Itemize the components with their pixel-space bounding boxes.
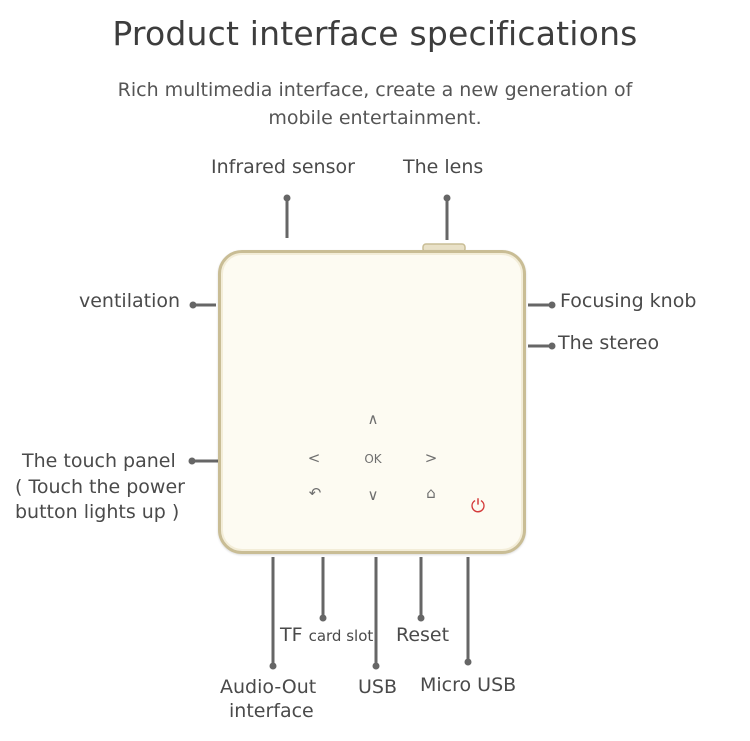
label-touch-panel-line-3: button lights up ) [15, 501, 180, 523]
up-arrow-icon[interactable]: ∧ [367, 410, 379, 428]
home-icon[interactable]: ⌂ [426, 484, 436, 502]
label-usb: USB [358, 676, 398, 698]
projector-device [218, 250, 526, 554]
down-arrow-icon[interactable]: ∨ [367, 486, 379, 504]
subtitle-line-1: Rich multimedia interface, create a new … [117, 79, 633, 101]
label-tf-suffix: card slot [308, 627, 374, 645]
focusing-knob-dot [548, 301, 556, 309]
label-touch-panel-line-1: The touch panel [22, 450, 176, 472]
reset-dot [417, 614, 425, 622]
label-stereo: The stereo [558, 332, 660, 354]
label-focusing-knob: Focusing knob [560, 290, 697, 312]
label-tf-prefix: TF [280, 624, 303, 646]
label-ventilation: ventilation [79, 290, 181, 312]
subtitle-line-2: mobile entertainment. [268, 107, 482, 129]
right-arrow-icon[interactable]: > [424, 449, 438, 467]
label-tf-card-slot: TF card slot [280, 624, 373, 646]
label-lens: The lens [403, 156, 484, 178]
label-infrared-sensor: Infrared sensor [211, 156, 355, 178]
label-touch-panel-line-2: ( Touch the power [15, 476, 185, 498]
power-icon[interactable]: ⏻ [470, 496, 486, 517]
tf-card-dot [319, 614, 327, 622]
ok-button[interactable]: OK [364, 452, 382, 466]
label-audio-out-line-2: interface [229, 700, 314, 722]
left-arrow-icon[interactable]: < [307, 449, 321, 467]
ventilation-dot [189, 301, 197, 309]
label-reset: Reset [396, 624, 450, 646]
usb-dot [372, 662, 380, 670]
label-audio-out-line-1: Audio-Out [220, 676, 317, 698]
back-icon[interactable]: ↶ [308, 484, 322, 502]
page-subtitle: Rich multimedia interface, create a new … [95, 76, 655, 132]
touch-panel-dot [188, 457, 196, 465]
audio-out-dot [269, 662, 277, 670]
infrared-sensor-dot [283, 194, 291, 202]
micro-usb-dot [464, 658, 472, 666]
page-title: Product interface specifications [112, 14, 638, 53]
label-micro-usb: Micro USB [420, 674, 517, 696]
lens-dot [443, 194, 451, 202]
stereo-dot [548, 342, 556, 350]
